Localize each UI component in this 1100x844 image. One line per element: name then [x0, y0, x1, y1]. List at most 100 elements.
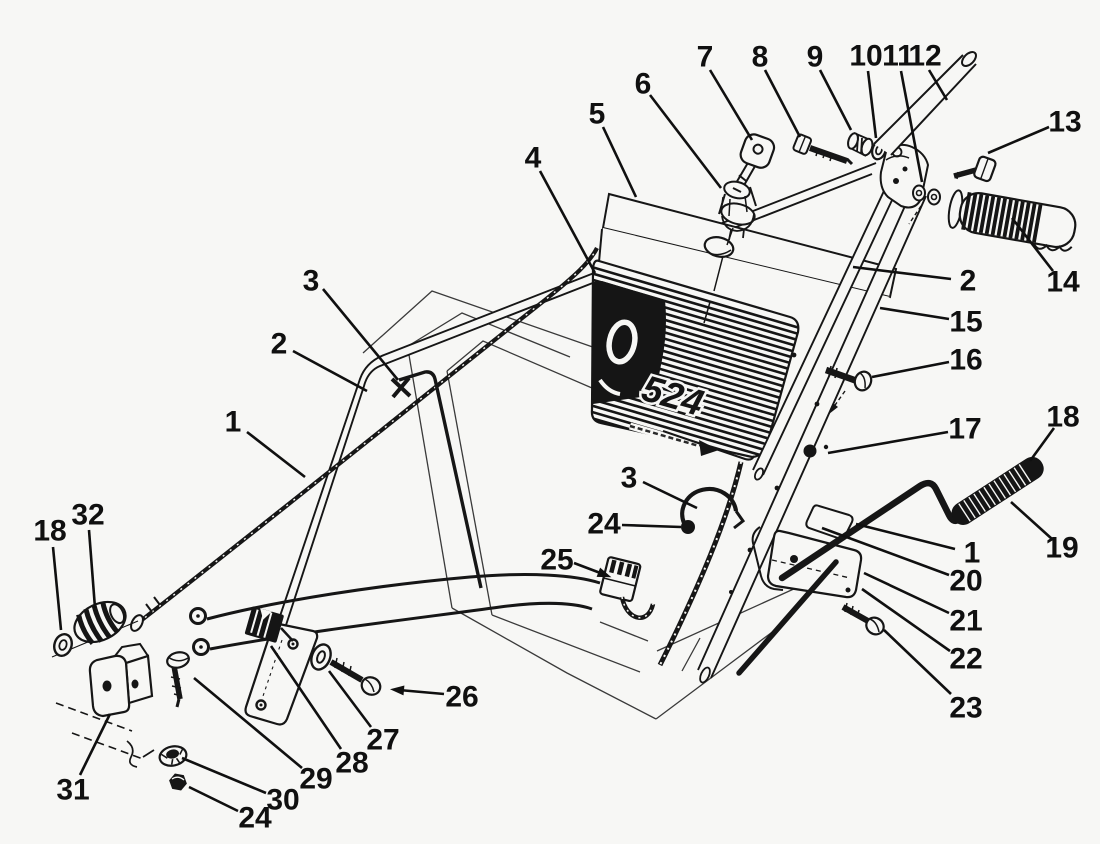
lower-handle-plate [244, 622, 319, 726]
callout-label-24-bottom: 24 [238, 802, 272, 835]
callout-label-6: 6 [635, 68, 652, 101]
callout-leader-18-right [1028, 427, 1056, 462]
callout-label-24-mid: 24 [587, 508, 621, 541]
toro-logo-curve [598, 378, 621, 396]
toro-logo-o [606, 319, 638, 365]
callout-leader-26 [398, 688, 445, 696]
callout-leader-1-right [855, 522, 956, 551]
connector-wire-tail [619, 596, 656, 620]
washer-27 [310, 643, 332, 671]
callout-label-19: 19 [1045, 532, 1078, 565]
callout-leader-7 [708, 69, 754, 141]
callout-label-32: 32 [71, 499, 104, 532]
callout-leader-10 [866, 70, 878, 139]
carriage-bolt-16 [824, 365, 873, 414]
callout-leader-12 [927, 69, 949, 101]
hex-bolt-13 [953, 155, 997, 183]
callout-leader-25 [573, 561, 604, 576]
callout-leader-28 [269, 645, 343, 750]
washer-18-left [53, 633, 73, 657]
control-cable [130, 247, 599, 632]
callout-leader-20 [821, 526, 950, 577]
cable-loop-nut [681, 520, 695, 534]
crank-grip-19 [951, 456, 1044, 525]
callout-leader-23 [883, 629, 952, 695]
callout-label-2-right: 2 [960, 265, 977, 298]
callout-leader-32 [87, 529, 97, 609]
speed-control-rod [398, 370, 483, 589]
callout-leader-5 [601, 126, 638, 198]
upper-handle-stub-12 [873, 51, 977, 156]
washers-11 [908, 184, 941, 225]
cable-clip-28 [244, 606, 284, 643]
callout-label-31: 31 [56, 774, 89, 807]
callout-leader-27 [327, 670, 373, 728]
callout-label-18-right: 18 [1046, 401, 1079, 434]
right-side-hardware [736, 365, 1044, 676]
flange-nut-17 [803, 444, 829, 458]
callout-arrowhead-25 [596, 567, 612, 578]
callout-leader-31 [78, 713, 112, 776]
callout-label-30: 30 [266, 784, 299, 817]
callout-leader-2-left [292, 349, 368, 393]
hex-bolt-23 [841, 602, 885, 636]
wire-connector [599, 556, 642, 602]
toro-logo-block [593, 281, 666, 404]
right-handlebar-tubes [697, 175, 927, 684]
spacer-bushing-9 [847, 132, 874, 157]
ignition-key [735, 133, 776, 187]
panel-edge-screw [791, 352, 797, 358]
callout-label-3-left: 3 [303, 265, 320, 298]
callout-leader-19 [1010, 501, 1053, 540]
callout-label-11: 11 [882, 40, 914, 73]
dash-side [599, 228, 890, 332]
callout-leader-13 [987, 125, 1050, 155]
callout-label-25: 25 [540, 544, 573, 577]
hex-bolt-8 [792, 133, 854, 166]
callout-arrowhead-26 [390, 685, 405, 696]
callout-leader-17 [827, 430, 949, 455]
mount-bracket-31 [88, 642, 154, 718]
callout-leader-18-left [51, 546, 63, 631]
ignition-switch [718, 180, 757, 241]
panel-bottom-tongue [662, 430, 755, 461]
callout-label-12: 12 [908, 40, 941, 73]
callout-label-26: 26 [445, 681, 478, 714]
callout-label-18-left: 18 [33, 515, 66, 548]
wire-eyelet [192, 638, 210, 656]
flange-nut-30 [158, 745, 188, 767]
handle-grip-14 [947, 189, 1077, 252]
panel-fine-print [629, 424, 700, 448]
callout-label-14: 14 [1046, 266, 1080, 299]
callout-label-4: 4 [525, 142, 542, 175]
callout-leader-22 [861, 587, 951, 653]
callout-leader-29 [193, 677, 303, 769]
callout-leader-3-left [321, 288, 400, 381]
callout-leader-15 [879, 306, 950, 321]
panel-lower-lip-dashes [55, 702, 155, 768]
control-panel: 524 [590, 192, 898, 461]
cable-end-ferrule [130, 614, 144, 632]
callout-label-1-left: 1 [225, 406, 242, 439]
callout-label-9: 9 [807, 41, 824, 74]
cable-end-loop [680, 486, 739, 524]
bottom-left-hardware [51, 573, 601, 791]
callout-leader-3-mid [642, 480, 698, 510]
lower-crank-rod-22 [736, 559, 839, 676]
callout-label-10: 10 [849, 40, 882, 73]
hex-nut-24-bottom [169, 773, 187, 791]
callout-leader-24-bottom [188, 785, 239, 813]
callout-label-7: 7 [697, 41, 714, 74]
hex-bolt-26 [329, 657, 382, 696]
callout-leader-14 [1010, 217, 1055, 272]
callout-leader-30 [181, 756, 267, 795]
callout-leader-1-left [246, 430, 306, 479]
top-hardware [718, 51, 1077, 252]
crank-handle-rod [778, 479, 962, 582]
callout-leader-24-mid [621, 523, 682, 529]
callout-leader-21 [863, 571, 950, 615]
callout-leader-16 [871, 360, 950, 379]
callout-label-29: 29 [299, 763, 332, 796]
callout-label-2-left: 2 [271, 328, 288, 361]
